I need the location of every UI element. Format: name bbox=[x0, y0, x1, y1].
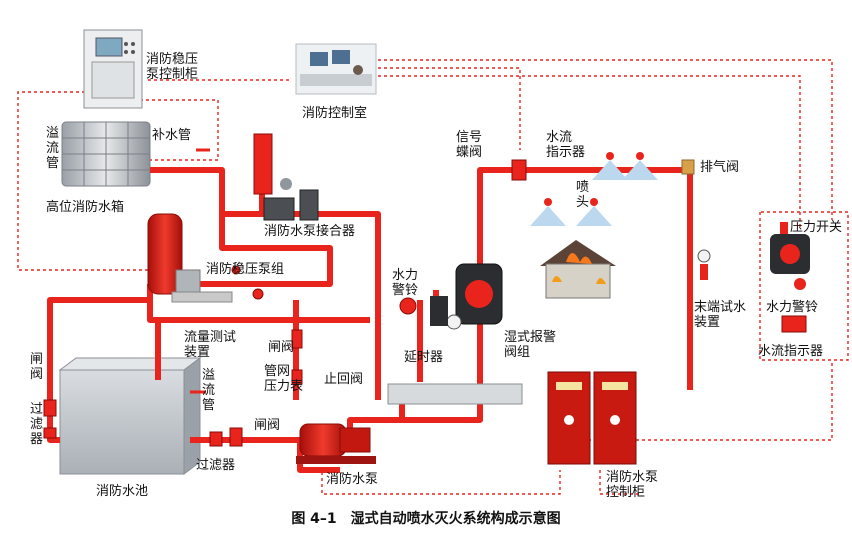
label-filter-low: 过滤器 bbox=[196, 458, 236, 473]
pump-connector bbox=[253, 133, 319, 221]
stabilizing-pump-cabinet bbox=[83, 29, 143, 109]
wet-alarm-valve bbox=[399, 263, 503, 330]
label-flow-indicator-right: 水流指示器 bbox=[758, 344, 824, 359]
fire-pump bbox=[296, 423, 376, 464]
fire-pump-cabinet bbox=[547, 371, 637, 465]
label-flow-indicator-top: 水流 指示器 bbox=[546, 130, 586, 160]
label-signal-butterfly: 信号 蝶阀 bbox=[456, 130, 483, 160]
burning-house bbox=[540, 240, 616, 299]
label-fire-pump-cabinet: 消防水泵 控制柜 bbox=[606, 470, 659, 500]
label-exhaust-valve: 排气阀 bbox=[700, 160, 740, 175]
fire-pool bbox=[58, 357, 202, 475]
figure-caption: 图 4–1 湿式自动喷水灭火系统构成示意图 bbox=[291, 511, 561, 527]
control-room bbox=[295, 43, 377, 95]
label-check-valve: 止回阀 bbox=[324, 372, 364, 387]
label-water-gong-left: 水力 警铃 bbox=[392, 268, 419, 298]
valve-markers bbox=[43, 159, 527, 447]
label-control-room: 消防控制室 bbox=[302, 106, 368, 121]
label-network-gauge: 管网 压力表 bbox=[264, 364, 304, 394]
label-fire-pool: 消防水池 bbox=[96, 484, 149, 499]
label-water-gong-right: 水力警铃 bbox=[766, 300, 819, 315]
label-flow-test: 流量测试 装置 bbox=[184, 330, 237, 360]
label-pump-connector: 消防水泵接合器 bbox=[264, 224, 356, 239]
label-gate-valve-left: 闸 阀 bbox=[30, 352, 44, 382]
stabilizing-pump-group bbox=[147, 213, 233, 303]
label-high-tank: 高位消防水箱 bbox=[46, 200, 125, 215]
label-gate-valve-low: 闸阀 bbox=[254, 418, 281, 433]
label-nozzle: 喷 头 bbox=[576, 180, 590, 210]
end-test-device bbox=[697, 249, 711, 280]
label-wet-alarm-valve: 湿式报警 阀组 bbox=[504, 330, 557, 360]
label-overflow-pipe-tank: 溢 流 管 bbox=[46, 126, 60, 171]
label-makeup-pipe: 补水管 bbox=[152, 128, 192, 143]
label-overflow-pipe-pool: 溢 流 管 bbox=[202, 368, 216, 413]
label-end-test: 末端试水 装置 bbox=[694, 300, 747, 330]
right-alarm-group bbox=[770, 222, 810, 333]
label-stabilizing-pump-cabinet: 消防稳压 泵控制柜 bbox=[146, 52, 199, 82]
label-filter-left: 过 滤 器 bbox=[30, 402, 44, 447]
label-fire-pump: 消防水泵 bbox=[326, 472, 379, 487]
exhaust-valve bbox=[681, 159, 695, 175]
sprinklers bbox=[530, 152, 658, 226]
label-stabilizing-pump-group: 消防稳压泵组 bbox=[206, 262, 285, 277]
label-gate-valve-mid: 闸阀 bbox=[268, 340, 295, 355]
label-pressure-switch: 压力开关 bbox=[790, 220, 843, 235]
signal-lines bbox=[17, 59, 849, 495]
high-tank bbox=[61, 121, 151, 187]
label-delay-device: 延时器 bbox=[404, 350, 444, 365]
drain-tray bbox=[387, 383, 523, 405]
